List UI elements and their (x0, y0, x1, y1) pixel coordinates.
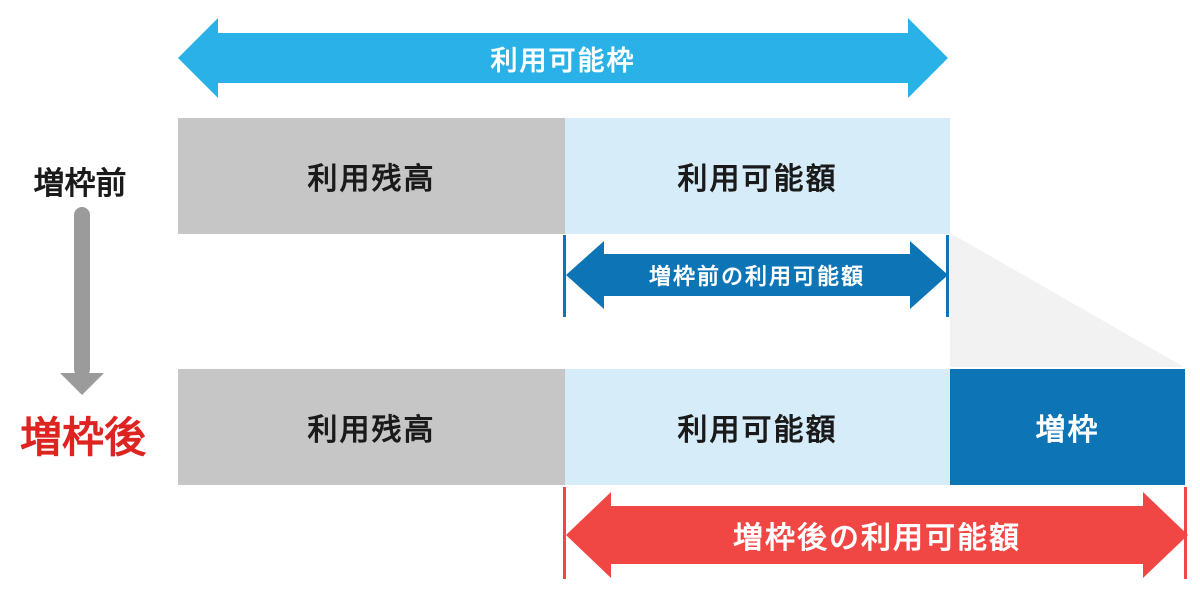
down-arrow-stem (74, 207, 90, 377)
available-frame-label: 利用可能枠 (490, 45, 636, 76)
after-increase-block: 増枠 (950, 369, 1185, 485)
arrow-left-tip-icon (566, 492, 611, 578)
after-available-range-arrow: 増枠後の利用可能額 (566, 492, 1188, 578)
before-row-label: 増枠前 (33, 166, 127, 201)
before-to-after-arrow-icon (60, 205, 104, 395)
available-frame-arrow: 利用可能枠 (178, 18, 948, 98)
down-arrow-tip (60, 373, 104, 395)
after-available-block: 利用可能額 (565, 369, 950, 485)
arrow-left-tip-icon (566, 241, 604, 309)
before-available-range-label: 増枠前の利用可能額 (648, 264, 865, 289)
arrow-left-tip-icon (178, 18, 218, 98)
arrow-right-tip-icon (1143, 492, 1188, 578)
arrow-bar (608, 506, 1146, 564)
after-available-left-guide-line (563, 487, 566, 579)
arrow-right-tip-icon (908, 18, 948, 98)
after-row-label: 増枠後 (19, 414, 146, 461)
before-available-block: 利用可能額 (565, 118, 950, 234)
after-balance-block: 利用残高 (178, 369, 565, 485)
before-available-range-arrow: 増枠前の利用可能額 (566, 241, 948, 309)
arrow-bar (216, 33, 910, 83)
expansion-funnel-shape (950, 233, 1184, 367)
arrow-right-tip-icon (910, 241, 948, 309)
after-available-range-label: 増枠後の利用可能額 (733, 522, 1021, 555)
arrow-bar (602, 254, 912, 296)
before-available-left-guide-line (563, 235, 566, 317)
before-balance-block: 利用残高 (178, 118, 565, 234)
